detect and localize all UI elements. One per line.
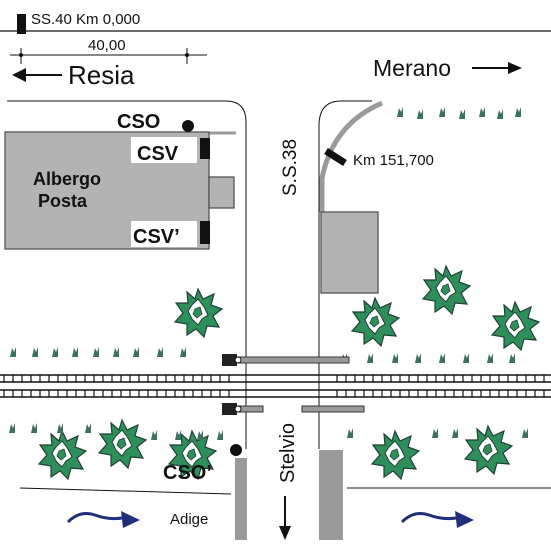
road-ss38-label: S.S.38 xyxy=(280,139,301,196)
distance-dot-right xyxy=(185,53,189,57)
arrow-right-icon xyxy=(472,62,522,74)
signal-cso-dot xyxy=(182,120,194,132)
road-shoulder-left-bottom xyxy=(235,458,247,540)
km-marker-icon xyxy=(324,148,347,166)
railway-sleepers xyxy=(3,375,545,397)
road-shoulder-right-bottom xyxy=(319,450,343,540)
distance-dot-left xyxy=(19,53,23,57)
road-ss40-label: SS.40 Km 0,000 xyxy=(31,11,140,28)
direction-stelvio-label: Stelvio xyxy=(277,423,299,483)
building-annex xyxy=(208,176,235,209)
river-label: Adige xyxy=(170,511,208,528)
signal-cso-prime-dot xyxy=(230,444,242,456)
signal-cso-label: CSO xyxy=(117,111,160,133)
ss38-curve xyxy=(319,100,383,212)
signal-csv-label: CSV xyxy=(137,143,179,165)
river-flow-arrow-icon xyxy=(400,511,474,528)
tree-icon xyxy=(422,265,471,315)
river-bank-left xyxy=(19,487,232,495)
grass-row-top xyxy=(397,107,521,119)
building-name-line2: Posta xyxy=(38,191,88,211)
arrow-left-icon xyxy=(12,68,62,82)
signal-csv-prime-bg xyxy=(131,221,197,247)
tree-icon xyxy=(174,288,223,338)
gray-block-right xyxy=(320,211,379,294)
signal-csv-marker xyxy=(200,138,210,159)
tree-icon xyxy=(351,297,400,347)
signal-csv-prime-marker xyxy=(200,221,210,244)
building-name-line1: Albergo xyxy=(33,169,101,189)
distance-label: 40,00 xyxy=(88,37,126,54)
tree-icon xyxy=(38,430,87,480)
tree-icon xyxy=(371,430,420,480)
signal-csv-bg xyxy=(131,137,197,163)
arrow-down-icon xyxy=(279,496,291,540)
crossing-barrier-top xyxy=(222,354,350,366)
signal-csv-prime-label: CSV’ xyxy=(133,226,180,248)
tree-icon xyxy=(464,425,513,475)
signal-cso-prime-label: CSO’ xyxy=(163,462,212,484)
river-flow-arrow-icon xyxy=(66,511,140,528)
direction-resia-label: Resia xyxy=(68,60,135,90)
grass-row-bottom xyxy=(9,423,528,440)
railway-track xyxy=(0,374,551,398)
crossing-barrier-bottom xyxy=(222,403,365,415)
tree-icon xyxy=(98,419,147,469)
direction-merano-label: Merano xyxy=(373,55,451,81)
tree-icon xyxy=(491,301,540,351)
km-marker-label: Km 151,700 xyxy=(353,152,434,169)
road-edge-left xyxy=(7,100,247,449)
km-zero-marker xyxy=(17,14,26,34)
road-edge-right xyxy=(318,100,372,449)
